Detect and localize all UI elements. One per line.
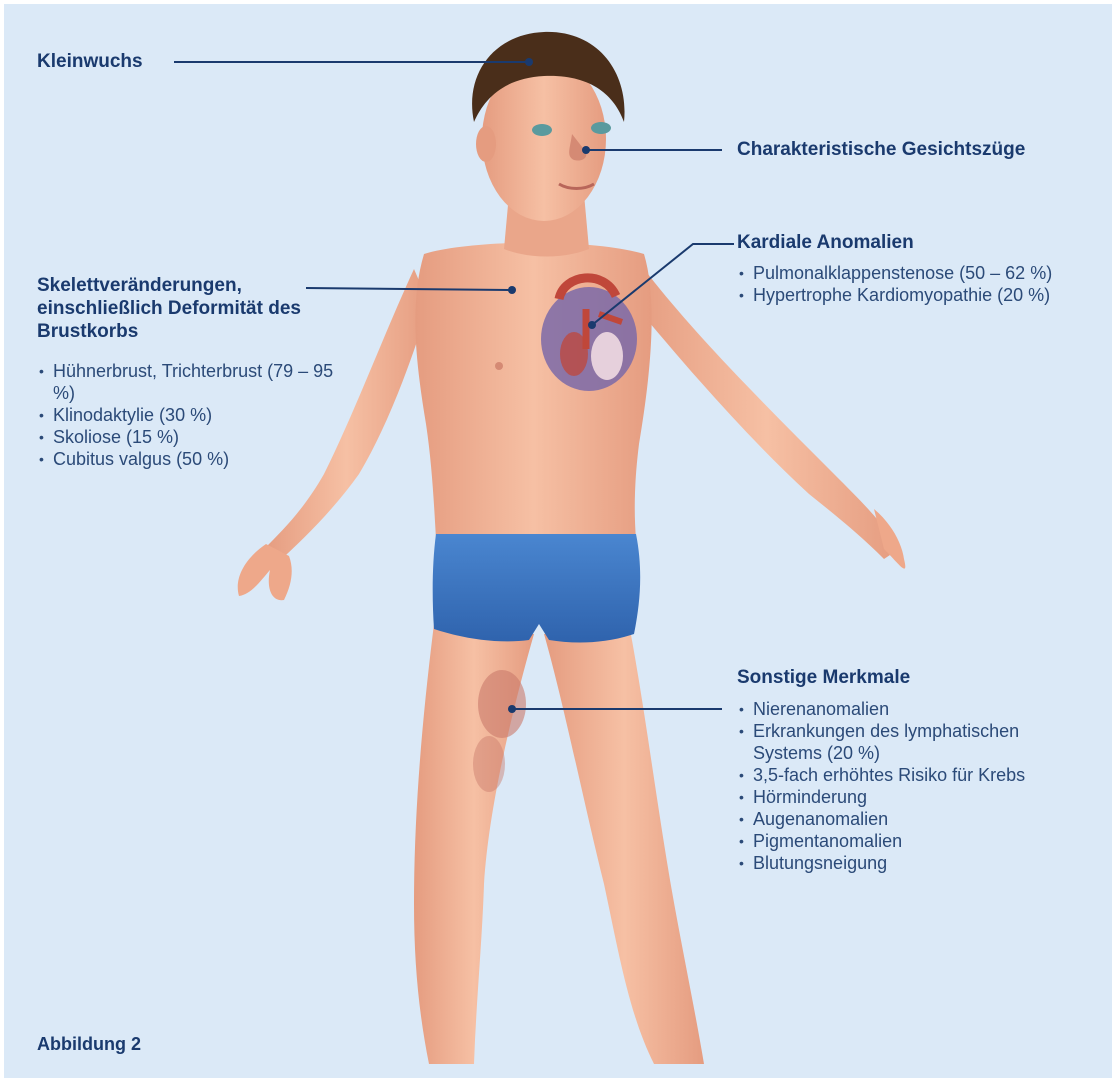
label-other-title: Sonstige Merkmale bbox=[737, 666, 910, 689]
list-item: Cubitus valgus (50 %) bbox=[37, 448, 337, 470]
other-list: Nierenanomalien Erkrankungen des lymphat… bbox=[737, 698, 1087, 874]
list-item: Hörminderung bbox=[737, 786, 1087, 808]
list-item: Klinodaktylie (30 %) bbox=[37, 404, 337, 426]
figure-caption: Abbildung 2 bbox=[37, 1034, 141, 1055]
dot-cardiac bbox=[588, 321, 596, 329]
ear bbox=[476, 126, 496, 162]
dot-facial-features bbox=[582, 146, 590, 154]
figure-panel: Kleinwuchs Charakteristische Gesichtszüg… bbox=[4, 4, 1112, 1078]
list-item: Nierenanomalien bbox=[737, 698, 1087, 720]
dot-skeletal bbox=[508, 286, 516, 294]
list-item: Pigmentanomalien bbox=[737, 830, 1087, 852]
shorts bbox=[433, 534, 641, 642]
nipple-right bbox=[495, 362, 503, 370]
list-item: 3,5-fach erhöhtes Risiko für Krebs bbox=[737, 764, 1087, 786]
label-skeletal-title: Skelettveränderungen, einschließlich Def… bbox=[37, 274, 327, 343]
list-item: Hypertrophe Kardiomyopathie (20 %) bbox=[737, 284, 1077, 306]
child-illustration bbox=[4, 4, 1112, 1078]
list-item: Pulmonalklappenstenose (50 – 62 %) bbox=[737, 262, 1077, 284]
left-arm bbox=[634, 269, 899, 559]
label-short-stature-title: Kleinwuchs bbox=[37, 50, 143, 73]
thigh-mark-2 bbox=[473, 736, 505, 792]
list-item: Blutungsneigung bbox=[737, 852, 1087, 874]
label-facial-features-title: Charakteristische Gesichtszüge bbox=[737, 138, 1025, 161]
dot-other bbox=[508, 705, 516, 713]
list-item: Hühnerbrust, Trichterbrust (79 – 95 %) bbox=[37, 360, 337, 404]
thigh-mark bbox=[478, 670, 526, 738]
list-item: Augenanomalien bbox=[737, 808, 1087, 830]
cardiac-list: Pulmonalklappenstenose (50 – 62 %) Hyper… bbox=[737, 262, 1077, 306]
dot-short-stature bbox=[525, 58, 533, 66]
list-item: Erkrankungen des lymphatischen Systems (… bbox=[737, 720, 1087, 764]
eye-left bbox=[591, 122, 611, 134]
list-item: Skoliose (15 %) bbox=[37, 426, 337, 448]
torso bbox=[415, 243, 651, 539]
eye-right bbox=[532, 124, 552, 136]
label-cardiac-title: Kardiale Anomalien bbox=[737, 231, 914, 254]
skeletal-list: Hühnerbrust, Trichterbrust (79 – 95 %) K… bbox=[37, 360, 337, 470]
left-leg bbox=[544, 624, 704, 1064]
